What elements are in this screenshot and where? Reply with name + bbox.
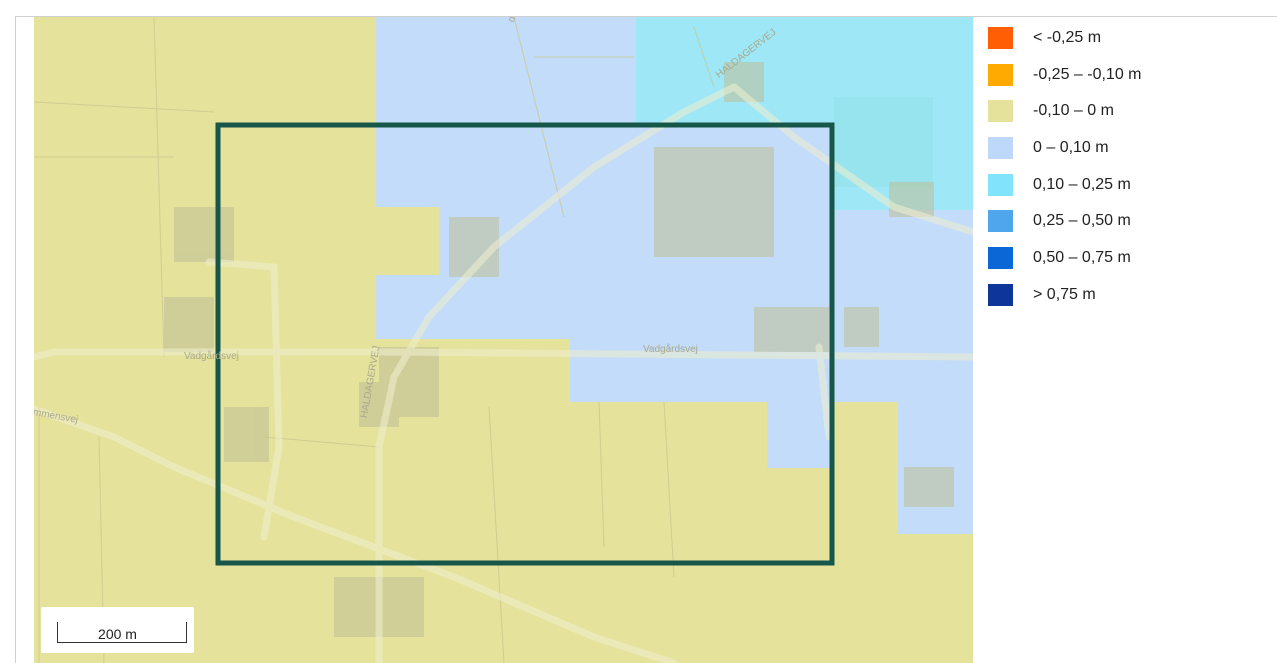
legend-swatch [988,100,1013,123]
legend-swatch [988,173,1013,196]
legend-swatch [988,283,1013,306]
legend-label: < -0,25 m [1033,29,1102,46]
legend-swatch [988,27,1013,49]
legend-swatch [988,210,1013,233]
raster-010-025-patch [834,97,933,187]
scale-bar: 200 m [41,607,194,653]
legend-label: 0 – 0,10 m [1033,139,1109,157]
map-frame-top [15,16,1277,17]
legend-swatch [988,247,1013,270]
scale-bar-line [57,622,187,643]
scale-bar-label: 200 m [98,626,137,642]
map-view[interactable]: Vadgårdsvej Vadgårdsvej HALDAGERVEJ HALD… [34,17,973,663]
study-area-outline [215,122,835,566]
map-canvas [34,17,973,663]
road-label-vadgardsvej-west: Vadgårdsvej [184,351,239,362]
legend-label: 0,25 – 0,50 m [1033,212,1131,230]
road-label-vadgardsvej-east: Vadgårdsvej [643,344,698,355]
legend-swatch [988,137,1013,160]
legend-label: 0,10 – 0,25 m [1033,175,1131,193]
legend-label: 0,50 – 0,75 m [1033,249,1131,267]
legend-swatch [988,63,1013,86]
legend-label: -0,10 – 0 m [1033,102,1114,120]
legend-label: -0,25 – -0,10 m [1033,65,1142,83]
legend-label: > 0,75 m [1033,285,1096,303]
map-frame-left [15,16,16,663]
